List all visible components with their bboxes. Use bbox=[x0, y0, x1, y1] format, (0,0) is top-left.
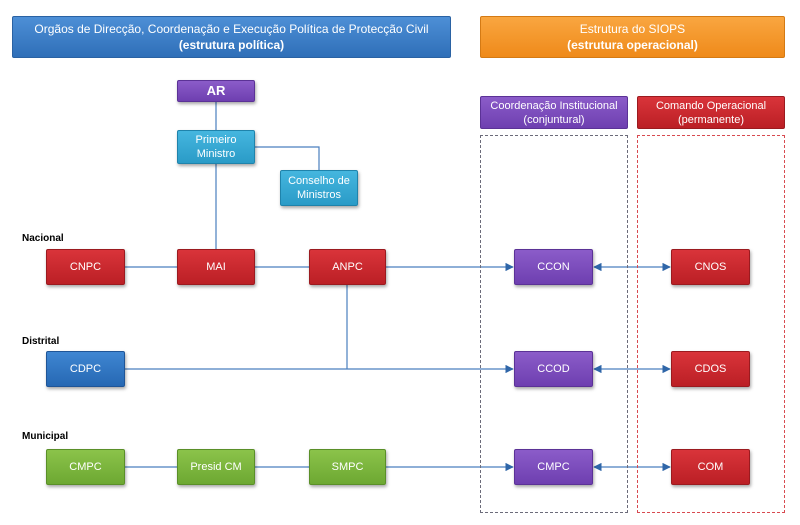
node-conselho-ministros[interactable]: Conselho de Ministros bbox=[280, 170, 358, 206]
node-cnpc[interactable]: CNPC bbox=[46, 249, 125, 285]
siops-header-title: Estrutura do SIOPS bbox=[579, 22, 686, 36]
coord-header-line2: (conjuntural) bbox=[523, 113, 585, 126]
coord-column-header: Coordenação Institucional (conjuntural) bbox=[480, 96, 628, 129]
comando-header-line1: Comando Operacional bbox=[655, 99, 767, 112]
node-cdpc[interactable]: CDPC bbox=[46, 351, 125, 387]
node-cmpc-coord[interactable]: CMPC bbox=[514, 449, 593, 485]
comando-header-line2: (permanente) bbox=[677, 113, 745, 126]
level-municipal: Municipal bbox=[22, 431, 69, 442]
node-ccon[interactable]: CCON bbox=[514, 249, 593, 285]
pm-line1: Primeiro bbox=[195, 134, 237, 146]
node-com[interactable]: COM bbox=[671, 449, 750, 485]
node-cdos[interactable]: CDOS bbox=[671, 351, 750, 387]
comando-container bbox=[637, 135, 785, 513]
node-ccod[interactable]: CCOD bbox=[514, 351, 593, 387]
political-header-subtitle: (estrutura política) bbox=[178, 38, 285, 52]
conselho-line2: Ministros bbox=[296, 189, 341, 201]
level-nacional: Nacional bbox=[22, 233, 64, 244]
coord-header-line1: Coordenação Institucional bbox=[490, 99, 618, 112]
coord-container bbox=[480, 135, 628, 513]
siops-header-subtitle: (estrutura operacional) bbox=[567, 38, 698, 52]
node-cnos[interactable]: CNOS bbox=[671, 249, 750, 285]
line-pm-conselho bbox=[254, 146, 320, 170]
node-anpc[interactable]: ANPC bbox=[309, 249, 386, 285]
siops-header: Estrutura do SIOPS (estrutura operaciona… bbox=[480, 16, 785, 58]
node-smpc[interactable]: SMPC bbox=[309, 449, 386, 485]
node-presid-cm[interactable]: Presid CM bbox=[177, 449, 255, 485]
level-distrital: Distrital bbox=[22, 336, 60, 347]
comando-column-header: Comando Operacional (permanente) bbox=[637, 96, 785, 129]
political-header: Orgãos de Direcção, Coordenação e Execuç… bbox=[12, 16, 451, 58]
conselho-line1: Conselho de bbox=[288, 175, 350, 187]
node-mai[interactable]: MAI bbox=[177, 249, 255, 285]
pm-line2: Ministro bbox=[196, 148, 236, 160]
node-ar[interactable]: AR bbox=[177, 80, 255, 102]
node-cmpc[interactable]: CMPC bbox=[46, 449, 125, 485]
node-primeiro-ministro[interactable]: Primeiro Ministro bbox=[177, 130, 255, 164]
political-header-title: Orgãos de Direcção, Coordenação e Execuç… bbox=[34, 22, 429, 36]
